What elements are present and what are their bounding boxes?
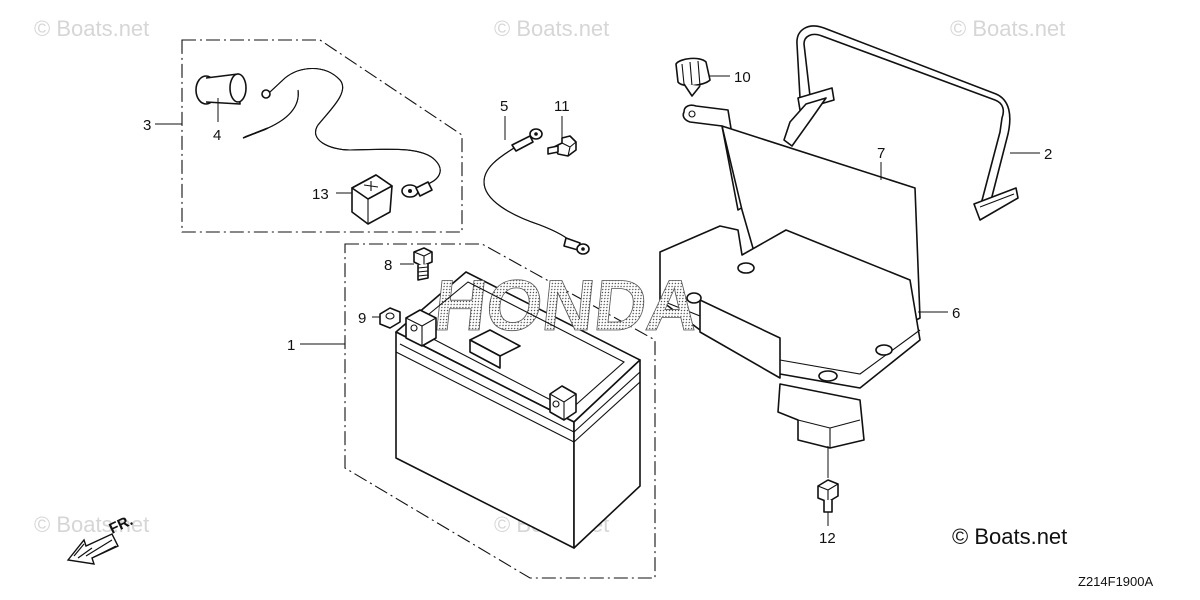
part-10-clip bbox=[675, 57, 711, 97]
callout-12: 12 bbox=[819, 530, 836, 547]
watermark-top-center: © Boats.net bbox=[494, 16, 609, 41]
part-12-bolt bbox=[817, 479, 839, 513]
group-1-boundary bbox=[344, 243, 656, 579]
part-1-battery: HONDA bbox=[395, 266, 703, 549]
part-6-tray bbox=[659, 104, 921, 449]
part-13-terminal-cover bbox=[351, 174, 393, 225]
callout-6: 6 bbox=[952, 305, 960, 322]
diagram-code: Z214F1900A bbox=[1078, 574, 1153, 589]
callout-10: 10 bbox=[734, 69, 751, 86]
watermark-top-left: © Boats.net bbox=[34, 16, 149, 41]
watermark-bottom-left: © Boats.net bbox=[34, 512, 149, 537]
part-4-cap bbox=[195, 73, 247, 105]
watermark-top-right: © Boats.net bbox=[950, 16, 1065, 41]
callout-2: 2 bbox=[1044, 146, 1052, 163]
callout-5: 5 bbox=[500, 98, 508, 115]
part-11-screw bbox=[547, 135, 577, 157]
battery-logo: HONDA bbox=[430, 266, 702, 346]
part-9-nut bbox=[379, 307, 401, 329]
copyright-label: © Boats.net bbox=[952, 524, 1067, 549]
group-3-boundary bbox=[181, 39, 463, 233]
callout-11: 11 bbox=[554, 98, 570, 115]
part-8-bolt bbox=[413, 247, 433, 281]
callout-13: 13 bbox=[312, 186, 329, 203]
callout-9: 9 bbox=[358, 310, 366, 327]
callout-8: 8 bbox=[384, 257, 392, 274]
callout-4: 4 bbox=[213, 127, 221, 144]
part-5-ground-cable bbox=[483, 128, 590, 255]
part-3-cable bbox=[242, 68, 441, 198]
part-2-strap bbox=[783, 25, 1019, 221]
callout-1: 1 bbox=[287, 337, 295, 354]
callout-7: 7 bbox=[877, 145, 885, 162]
callout-3: 3 bbox=[143, 117, 151, 134]
leader-lines bbox=[155, 75, 1040, 526]
